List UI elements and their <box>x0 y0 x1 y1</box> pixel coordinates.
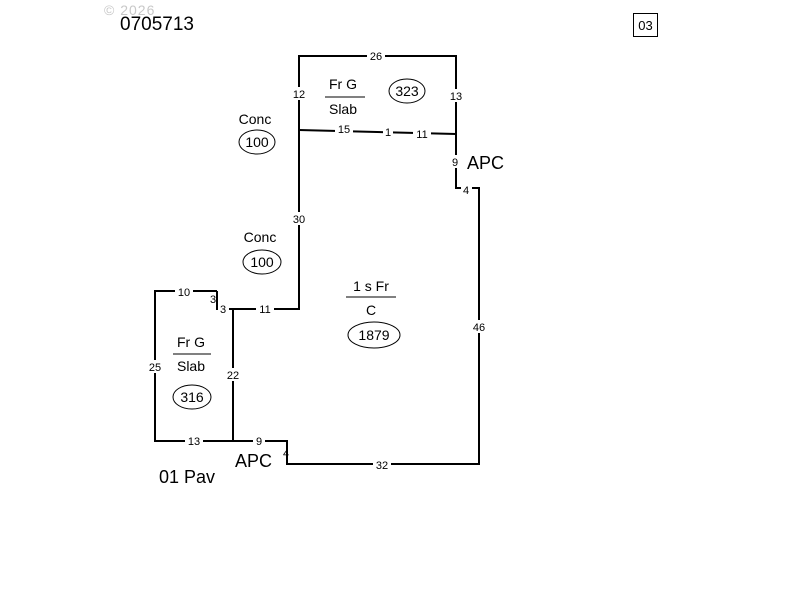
page-number-box: 03 <box>633 13 658 37</box>
dimension-label: 25 <box>149 362 161 374</box>
dimension-label: 3 <box>220 304 226 316</box>
copyright-watermark: © 2026 <box>104 2 156 18</box>
dimension-labels: 26 12 13 15 1 11 9 4 30 46 10 3 3 11 25 … <box>146 49 488 472</box>
apc-bottom-label: APC <box>235 451 272 471</box>
dimension-label: 22 <box>227 370 239 382</box>
dimension-label: 9 <box>452 157 458 169</box>
garage-left-foundation-label: Slab <box>177 358 205 374</box>
conc-upper-sqft: 100 <box>245 134 269 150</box>
sketch-id: 0705713 <box>120 14 194 35</box>
dimension-label: 46 <box>473 322 485 334</box>
garage-left-area-ellipse <box>172 384 212 410</box>
dimension-label: 11 <box>416 129 427 141</box>
garage-top-type-label: Fr G <box>329 76 357 92</box>
dimension-label: 11 <box>259 304 270 316</box>
conc-lower-type-label: Conc <box>244 229 277 245</box>
garage-top-foundation-label: Slab <box>329 101 357 117</box>
garage-left-sqft: 316 <box>180 389 204 405</box>
garage-left-type-label: Fr G <box>177 334 205 350</box>
dimension-label: 10 <box>178 287 190 299</box>
main-outline <box>154 134 480 465</box>
conc-upper-type-label: Conc <box>239 111 272 127</box>
conc-upper-area-ellipse <box>238 129 276 155</box>
main-house-area-ellipse <box>347 321 401 349</box>
conc-lower-sqft: 100 <box>250 254 274 270</box>
dimension-label: 32 <box>376 460 388 472</box>
dimension-label: 12 <box>293 89 305 101</box>
garage-top-sqft: 323 <box>395 83 419 99</box>
dimension-label: 15 <box>338 124 350 136</box>
main-house-type-label: 1 s Fr <box>353 278 389 294</box>
dimension-label: 3 <box>210 294 216 306</box>
main-house-class-label: C <box>366 302 376 318</box>
conc-lower-area-ellipse <box>242 249 282 275</box>
dimension-label: 4 <box>463 185 469 197</box>
dimension-label: 1 <box>385 127 391 139</box>
dimension-label: 30 <box>293 214 305 226</box>
apc-top-label: APC <box>467 153 504 173</box>
dimension-label: 13 <box>450 91 462 103</box>
garage-top-outline <box>298 55 457 134</box>
dimension-label: 26 <box>370 51 382 63</box>
garage-top-area-ellipse <box>388 78 426 104</box>
dimension-label: 9 <box>256 436 262 448</box>
garage-top-floor-line <box>298 129 457 135</box>
dimension-label: 4 <box>283 448 289 460</box>
main-west-wall <box>233 130 300 310</box>
paving-label: 01 Pav <box>159 467 215 487</box>
dimension-label: 13 <box>188 436 200 448</box>
main-house-sqft: 1879 <box>358 327 389 343</box>
